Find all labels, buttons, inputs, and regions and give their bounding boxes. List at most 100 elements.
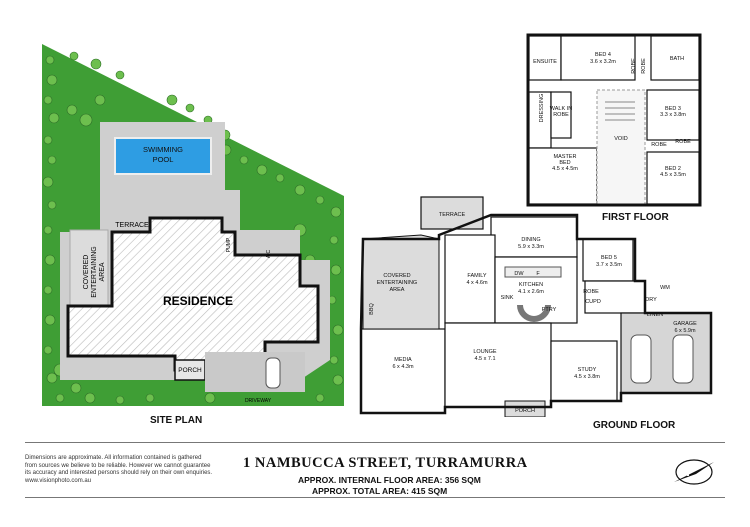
- bed2-size: 4.5 x 3.5m: [660, 172, 686, 178]
- family-label: FAMILY: [467, 273, 486, 279]
- void-label: VOID: [614, 136, 627, 142]
- disclaimer: Dimensions are approximate. All informat…: [25, 455, 245, 485]
- study-size: 4.5 x 3.8m: [574, 374, 600, 380]
- terrace-label: TERRACE: [115, 222, 149, 229]
- covered-label-3: AREA: [99, 262, 106, 281]
- dressing-label: DRESSING: [539, 94, 545, 123]
- cupd-label: CUPD: [585, 299, 601, 305]
- residence-label: RESIDENCE: [163, 294, 233, 308]
- swimming-pool: [114, 137, 212, 175]
- porch-label: PORCH: [515, 408, 535, 414]
- footer-rule-bottom: [25, 497, 725, 498]
- lounge-label: LOUNGE: [473, 349, 497, 355]
- covered-label-2: ENTERTAINING: [377, 280, 417, 286]
- bed3-room: [646, 89, 700, 141]
- covered-label-3: AREA: [390, 287, 405, 293]
- property-address: 1 NAMBUCCA STREET, TURRAMURRA: [243, 455, 528, 471]
- study-label: STUDY: [578, 367, 597, 373]
- bed3-size: 3.3 x 3.8m: [660, 112, 686, 118]
- bed4-label: BED 4: [595, 52, 611, 58]
- bed5-label: BED 5: [601, 255, 617, 261]
- linen-label: LINEN: [647, 312, 663, 318]
- media-size: 6 x 4.3m: [392, 364, 414, 370]
- robe-label: ROBE: [583, 289, 599, 295]
- robe-1: ROBE: [651, 142, 667, 148]
- terrace-label: TERRACE: [439, 212, 466, 218]
- covered-label-2: ENTERTAINING: [91, 246, 98, 297]
- media: [360, 328, 446, 414]
- dw-label: DW: [514, 271, 524, 277]
- walkin-label-1: WALK IN: [550, 106, 572, 112]
- family: [444, 234, 496, 324]
- stairs: [605, 101, 635, 121]
- bed2-label: BED 2: [665, 166, 681, 172]
- covered-area: [362, 234, 440, 330]
- bed5-size: 3.7 x 3.5m: [596, 262, 622, 268]
- bath-label: BATH: [670, 56, 684, 62]
- porch: [504, 400, 546, 417]
- family-size: 4 x 4.6m: [466, 280, 488, 286]
- outer-wall: [359, 213, 713, 415]
- pump-label: PUMP: [226, 237, 232, 252]
- website-link[interactable]: www.visionphoto.com.au: [25, 477, 92, 484]
- walkin-robe: [550, 91, 572, 139]
- garage-size: 6 x 5.9m: [674, 328, 696, 334]
- media-label: MEDIA: [394, 357, 412, 363]
- sink-label: SINK: [501, 295, 514, 301]
- spiral-stair: [517, 304, 551, 322]
- robe-3: ROBE: [631, 58, 637, 74]
- ground-floor-plan: TERRACE DINING 5.9 x 3.3m COVERED ENTERT…: [359, 196, 713, 417]
- kitchen-island: [504, 266, 562, 278]
- total-area: APPROX. TOTAL AREA: 415 SQM: [312, 486, 448, 496]
- garage-car-1: [630, 334, 652, 384]
- master-size: 4.5 x 4.5m: [552, 166, 578, 172]
- porch-label: PORCH: [178, 367, 202, 374]
- bed5: [582, 238, 634, 282]
- ensuite-label: ENSUITE: [533, 59, 557, 65]
- disclaimer-line-3: its accuracy and interested persons shou…: [25, 470, 213, 476]
- disclaimer-line-1: Dimensions are approximate. All informat…: [25, 455, 202, 461]
- f-label: F: [536, 271, 540, 277]
- garage-car-2: [672, 334, 694, 384]
- lounge-size: 4.5 x 7.1: [474, 356, 495, 362]
- master-label-2: BED: [559, 160, 570, 166]
- covered-label-1: COVERED: [83, 255, 90, 290]
- laundry: [584, 280, 646, 314]
- dry-label: DRY: [645, 297, 657, 303]
- kitchen-label: KITCHEN: [519, 282, 543, 288]
- site-plan: SWIMMING POOL COVERED ENTERTAINING AREA …: [42, 44, 344, 406]
- kitchen-size: 4.1 x 2.6m: [518, 289, 544, 295]
- robe-4: ROBE: [641, 58, 647, 74]
- compass-label: N: [682, 468, 689, 479]
- residence-footprint: [66, 216, 320, 372]
- driveway-label: DRIVEWAY: [245, 398, 272, 404]
- driveway: [205, 352, 305, 392]
- first-floor-heading: FIRST FLOOR: [602, 212, 669, 223]
- lounge: [444, 322, 552, 408]
- dining-size: 5.9 x 3.3m: [518, 244, 544, 250]
- first-floor-plan: BED 4 3.6 x 3.2m ENSUITE BATH DRESSING W…: [526, 33, 702, 207]
- bed4-room: [560, 35, 636, 81]
- covered-label-1: COVERED: [383, 273, 410, 279]
- terrace: [420, 196, 484, 230]
- walkin-label-2: ROBE: [553, 112, 569, 118]
- outer-wall: [526, 33, 702, 207]
- north-arrow-icon: N: [674, 459, 714, 485]
- dining-label: DINING: [521, 237, 540, 243]
- ground-floor-heading: GROUND FLOOR: [593, 420, 676, 431]
- garage-label: GARAGE: [673, 321, 697, 327]
- wm-label: WM: [660, 285, 670, 291]
- car: [265, 357, 281, 389]
- ac-label: A/C: [266, 249, 272, 258]
- disclaimer-line-2: from sources we believe to be reliable. …: [25, 462, 211, 469]
- bbq-label: BBQ: [369, 302, 375, 314]
- ensuite: [528, 35, 562, 81]
- bed4-size: 3.6 x 3.2m: [590, 59, 616, 65]
- void: [596, 89, 646, 205]
- pool-label-1: SWIMMING: [143, 145, 183, 154]
- pool-label-2: POOL: [153, 155, 174, 164]
- bed3-label: BED 3: [665, 106, 681, 112]
- ptry-label: PTRY: [542, 307, 557, 313]
- site-plan-heading: SITE PLAN: [150, 415, 203, 426]
- study: [550, 340, 618, 402]
